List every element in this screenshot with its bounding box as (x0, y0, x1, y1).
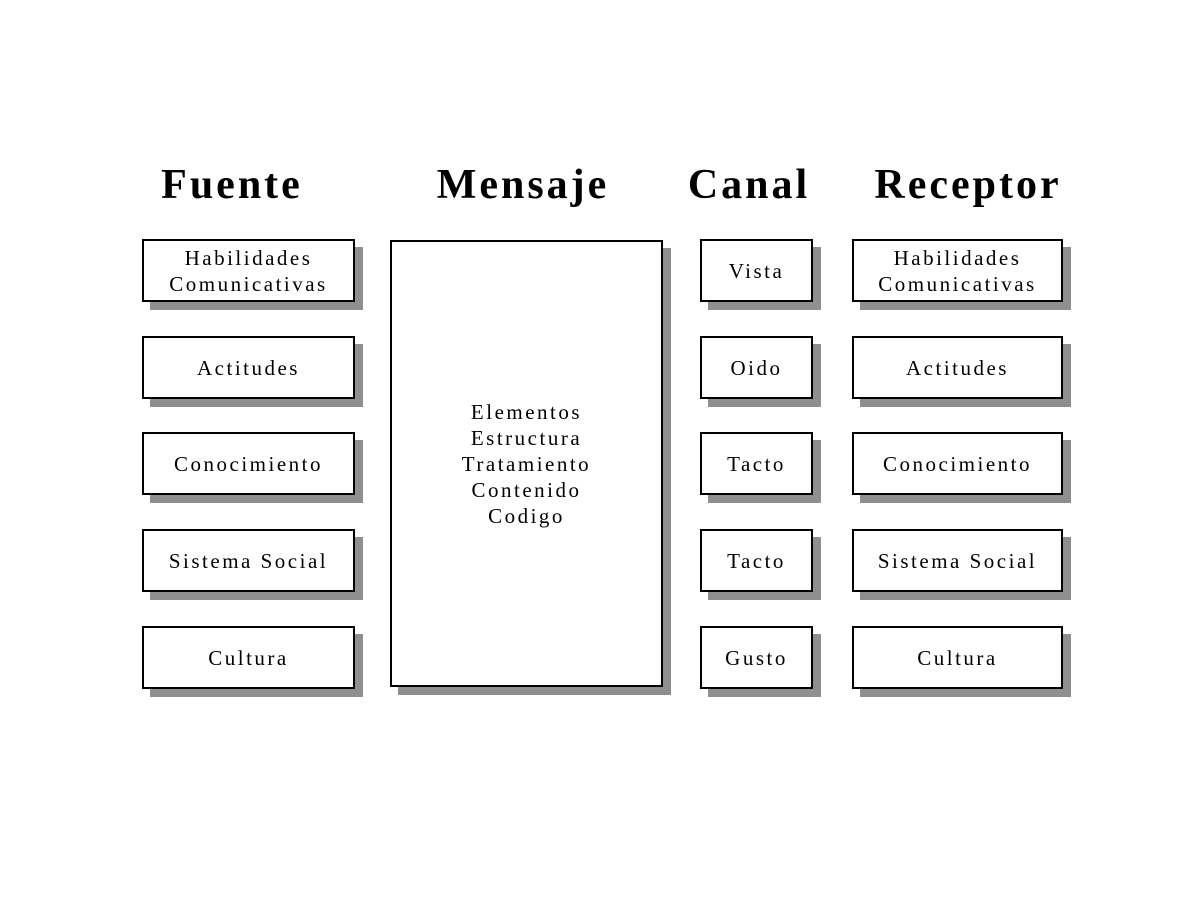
mensaje-line-codigo: Codigo (488, 503, 565, 528)
fuente-box-sistema-social: Sistema Social (142, 529, 355, 592)
receptor-box-label: Cultura (917, 645, 998, 670)
fuente-box-label: Conocimiento (174, 451, 323, 476)
receptor-box-label: Habilidades Comunicativas (878, 245, 1037, 296)
column-header-receptor: Receptor (874, 162, 1062, 208)
canal-box-vista: Vista (700, 239, 813, 302)
fuente-box-actitudes: Actitudes (142, 336, 355, 399)
fuente-box-habilidades-comunicativas: Habilidades Comunicativas (142, 239, 355, 302)
fuente-box-label: Cultura (208, 645, 289, 670)
canal-box-tacto-1: Tacto (700, 432, 813, 495)
fuente-box-label: Habilidades Comunicativas (169, 245, 328, 296)
receptor-box-label: Actitudes (906, 355, 1009, 380)
receptor-box-cultura: Cultura (852, 626, 1063, 689)
canal-box-label: Gusto (725, 645, 788, 670)
fuente-box-cultura: Cultura (142, 626, 355, 689)
receptor-box-actitudes: Actitudes (852, 336, 1063, 399)
canal-box-label: Tacto (727, 548, 786, 573)
mensaje-line-estructura: Estructura (470, 425, 583, 450)
canal-box-oido: Oido (700, 336, 813, 399)
canal-box-label: Oido (730, 355, 783, 380)
receptor-box-conocimiento: Conocimiento (852, 432, 1063, 495)
mensaje-line-contenido: Contenido (471, 477, 582, 502)
mensaje-box: Elementos Estructura Tratamiento Conteni… (390, 240, 663, 687)
fuente-box-label: Sistema Social (168, 548, 329, 573)
column-header-fuente: Fuente (161, 162, 303, 208)
receptor-box-habilidades-comunicativas: Habilidades Comunicativas (852, 239, 1063, 302)
canal-box-label: Tacto (727, 451, 786, 476)
receptor-box-label: Conocimiento (883, 451, 1032, 476)
receptor-box-label: Sistema Social (877, 548, 1038, 573)
column-header-mensaje: Mensaje (436, 162, 610, 208)
receptor-box-sistema-social: Sistema Social (852, 529, 1063, 592)
canal-box-gusto: Gusto (700, 626, 813, 689)
fuente-box-label: Actitudes (197, 355, 300, 380)
mensaje-line-elementos: Elementos (470, 399, 583, 424)
fuente-box-conocimiento: Conocimiento (142, 432, 355, 495)
column-header-canal: Canal (687, 162, 811, 208)
canal-box-label: Vista (728, 258, 785, 283)
mensaje-line-tratamiento: Tratamiento (461, 451, 592, 476)
canal-box-tacto-2: Tacto (700, 529, 813, 592)
